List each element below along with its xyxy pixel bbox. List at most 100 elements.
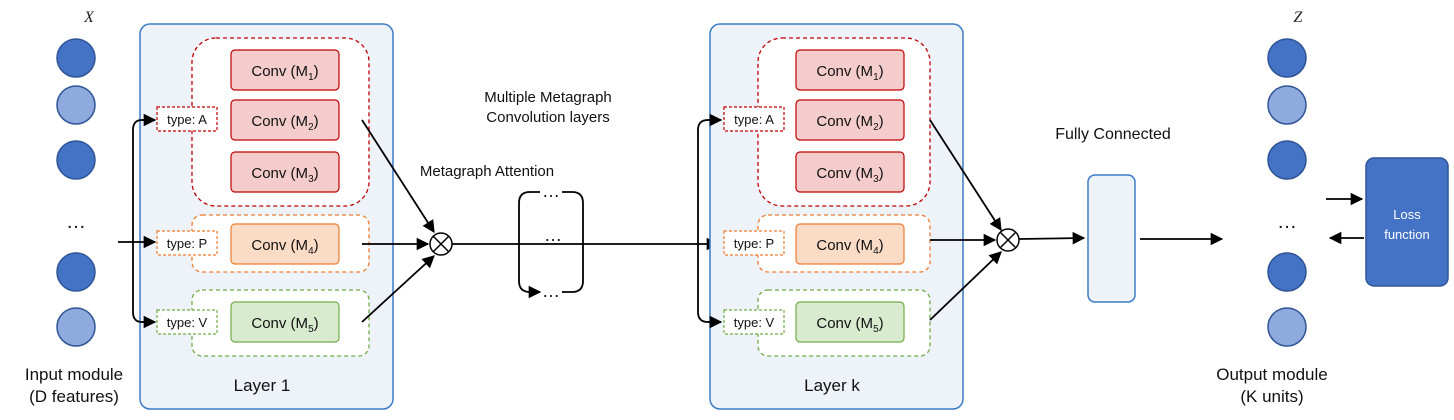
input-branch-arrows bbox=[118, 113, 157, 329]
loss-label-line2: function bbox=[1384, 227, 1430, 242]
output-variable-label: Z bbox=[1294, 9, 1304, 26]
type-a-tag: type: A bbox=[156, 106, 218, 132]
conv-label-end: ) bbox=[314, 237, 319, 254]
fully-connected-box bbox=[1087, 174, 1136, 303]
output-ellipsis: … bbox=[1277, 211, 1297, 233]
conv-label: Conv (M bbox=[816, 315, 873, 332]
input-node bbox=[56, 252, 96, 292]
layer-1: Conv (M1) Conv (M2) Conv (M3) Conv (M4) … bbox=[139, 23, 394, 410]
conv-label: Conv (M bbox=[816, 113, 873, 130]
type-p-tag: type: P bbox=[723, 230, 785, 256]
input-node bbox=[56, 140, 96, 180]
conv-subscript: 4 bbox=[873, 246, 879, 257]
loss-label-line1: Loss bbox=[1393, 207, 1421, 222]
conv-label: Conv (M bbox=[251, 315, 308, 332]
conv-label: Conv (M bbox=[251, 237, 308, 254]
middle-dots-top: … bbox=[542, 181, 560, 201]
conv-subscript: 3 bbox=[873, 174, 879, 185]
conv-label-end: ) bbox=[314, 63, 319, 80]
conv-subscript: 3 bbox=[308, 174, 314, 185]
layer-k-to-attention-arrows bbox=[929, 119, 1002, 321]
conv-label-end: ) bbox=[879, 237, 884, 254]
conv-m1-box: Conv (M1) bbox=[795, 49, 905, 91]
svg-text:Conv (M2): Conv (M2) bbox=[816, 113, 883, 133]
output-caption-line1: Output module bbox=[1216, 365, 1328, 384]
layer-k-label: Layer k bbox=[804, 376, 860, 395]
conv-label-end: ) bbox=[879, 315, 884, 332]
multiple-metagraph-label-line1: Multiple Metagraph bbox=[484, 89, 612, 106]
attention-aggregator-k bbox=[996, 228, 1020, 252]
output-node bbox=[1267, 140, 1307, 180]
conv-m2-box: Conv (M2) bbox=[230, 99, 340, 141]
type-a-label: type: A bbox=[167, 112, 207, 127]
conv-label: Conv (M bbox=[816, 165, 873, 182]
metagraph-attention-label: Metagraph Attention bbox=[420, 163, 554, 180]
svg-text:Conv (M5): Conv (M5) bbox=[251, 315, 318, 335]
type-v-label: type: V bbox=[734, 315, 775, 330]
input-module: X … Input module (D features) bbox=[25, 9, 123, 406]
svg-text:Conv (M1): Conv (M1) bbox=[251, 63, 318, 83]
conv-m5-box: Conv (M5) bbox=[795, 301, 905, 343]
multiple-metagraph-label-line2: Convolution layers bbox=[486, 109, 609, 126]
conv-m4-box: Conv (M4) bbox=[795, 223, 905, 265]
type-p-tag: type: P bbox=[156, 230, 218, 256]
conv-label: Conv (M bbox=[816, 237, 873, 254]
svg-text:Conv (M5): Conv (M5) bbox=[816, 315, 883, 335]
conv-label-end: ) bbox=[314, 113, 319, 130]
input-variable-label: X bbox=[83, 9, 95, 26]
conv-m5-box: Conv (M5) bbox=[230, 301, 340, 343]
svg-text:Conv (M1): Conv (M1) bbox=[816, 63, 883, 83]
type-v-tag: type: V bbox=[156, 309, 218, 335]
svg-text:Conv (M4): Conv (M4) bbox=[251, 237, 318, 257]
type-a-label: type: A bbox=[734, 112, 774, 127]
input-node bbox=[56, 38, 96, 78]
type-a-tag: type: A bbox=[723, 106, 785, 132]
conv-label: Conv (M bbox=[251, 113, 308, 130]
type-p-label: type: P bbox=[167, 236, 207, 251]
output-node bbox=[1267, 307, 1307, 347]
input-caption-line2: (D features) bbox=[29, 387, 119, 406]
middle-dots-center: … bbox=[544, 225, 562, 245]
conv-label-end: ) bbox=[879, 63, 884, 80]
layer-k: Conv (M1) Conv (M2) Conv (M3) Conv (M4) … bbox=[709, 23, 964, 410]
middle-dots-bottom: … bbox=[542, 281, 560, 301]
output-module: Z … Output module (K units) bbox=[1216, 9, 1328, 406]
conv-subscript: 2 bbox=[308, 122, 314, 133]
conv-m2-box: Conv (M2) bbox=[795, 99, 905, 141]
loss-arrows bbox=[1326, 192, 1364, 245]
conv-label-end: ) bbox=[879, 113, 884, 130]
layer-k-branch-arrows bbox=[697, 113, 723, 329]
conv-m1-box: Conv (M1) bbox=[230, 49, 340, 91]
input-node bbox=[56, 85, 96, 125]
conv-label-end: ) bbox=[879, 165, 884, 182]
input-ellipsis: … bbox=[66, 211, 86, 233]
svg-text:Conv (M3): Conv (M3) bbox=[251, 165, 318, 185]
conv-label: Conv (M bbox=[816, 63, 873, 80]
type-v-label: type: V bbox=[167, 315, 208, 330]
svg-text:Conv (M4): Conv (M4) bbox=[816, 237, 883, 257]
type-p-label: type: P bbox=[734, 236, 774, 251]
layer-1-to-attention-arrows bbox=[361, 119, 435, 323]
conv-label: Conv (M bbox=[251, 165, 308, 182]
conv-m4-box: Conv (M4) bbox=[230, 223, 340, 265]
output-node bbox=[1267, 38, 1307, 78]
layer-1-label: Layer 1 bbox=[234, 376, 291, 395]
conv-m3-box: Conv (M3) bbox=[795, 151, 905, 193]
input-caption-line1: Input module bbox=[25, 365, 123, 384]
svg-text:Conv (M3): Conv (M3) bbox=[816, 165, 883, 185]
output-caption-line2: (K units) bbox=[1240, 387, 1303, 406]
conv-subscript: 4 bbox=[308, 246, 314, 257]
conv-label: Conv (M bbox=[251, 63, 308, 80]
middle-connector bbox=[452, 191, 720, 299]
conv-m3-box: Conv (M3) bbox=[230, 151, 340, 193]
conv-subscript: 5 bbox=[308, 324, 314, 335]
attention-aggregator-1 bbox=[429, 232, 453, 256]
conv-subscript: 1 bbox=[873, 72, 879, 83]
conv-subscript: 2 bbox=[873, 122, 879, 133]
type-v-tag: type: V bbox=[723, 309, 785, 335]
fully-connected-label: Fully Connected bbox=[1055, 126, 1171, 143]
output-node bbox=[1267, 252, 1307, 292]
input-node bbox=[56, 307, 96, 347]
conv-subscript: 5 bbox=[873, 324, 879, 335]
